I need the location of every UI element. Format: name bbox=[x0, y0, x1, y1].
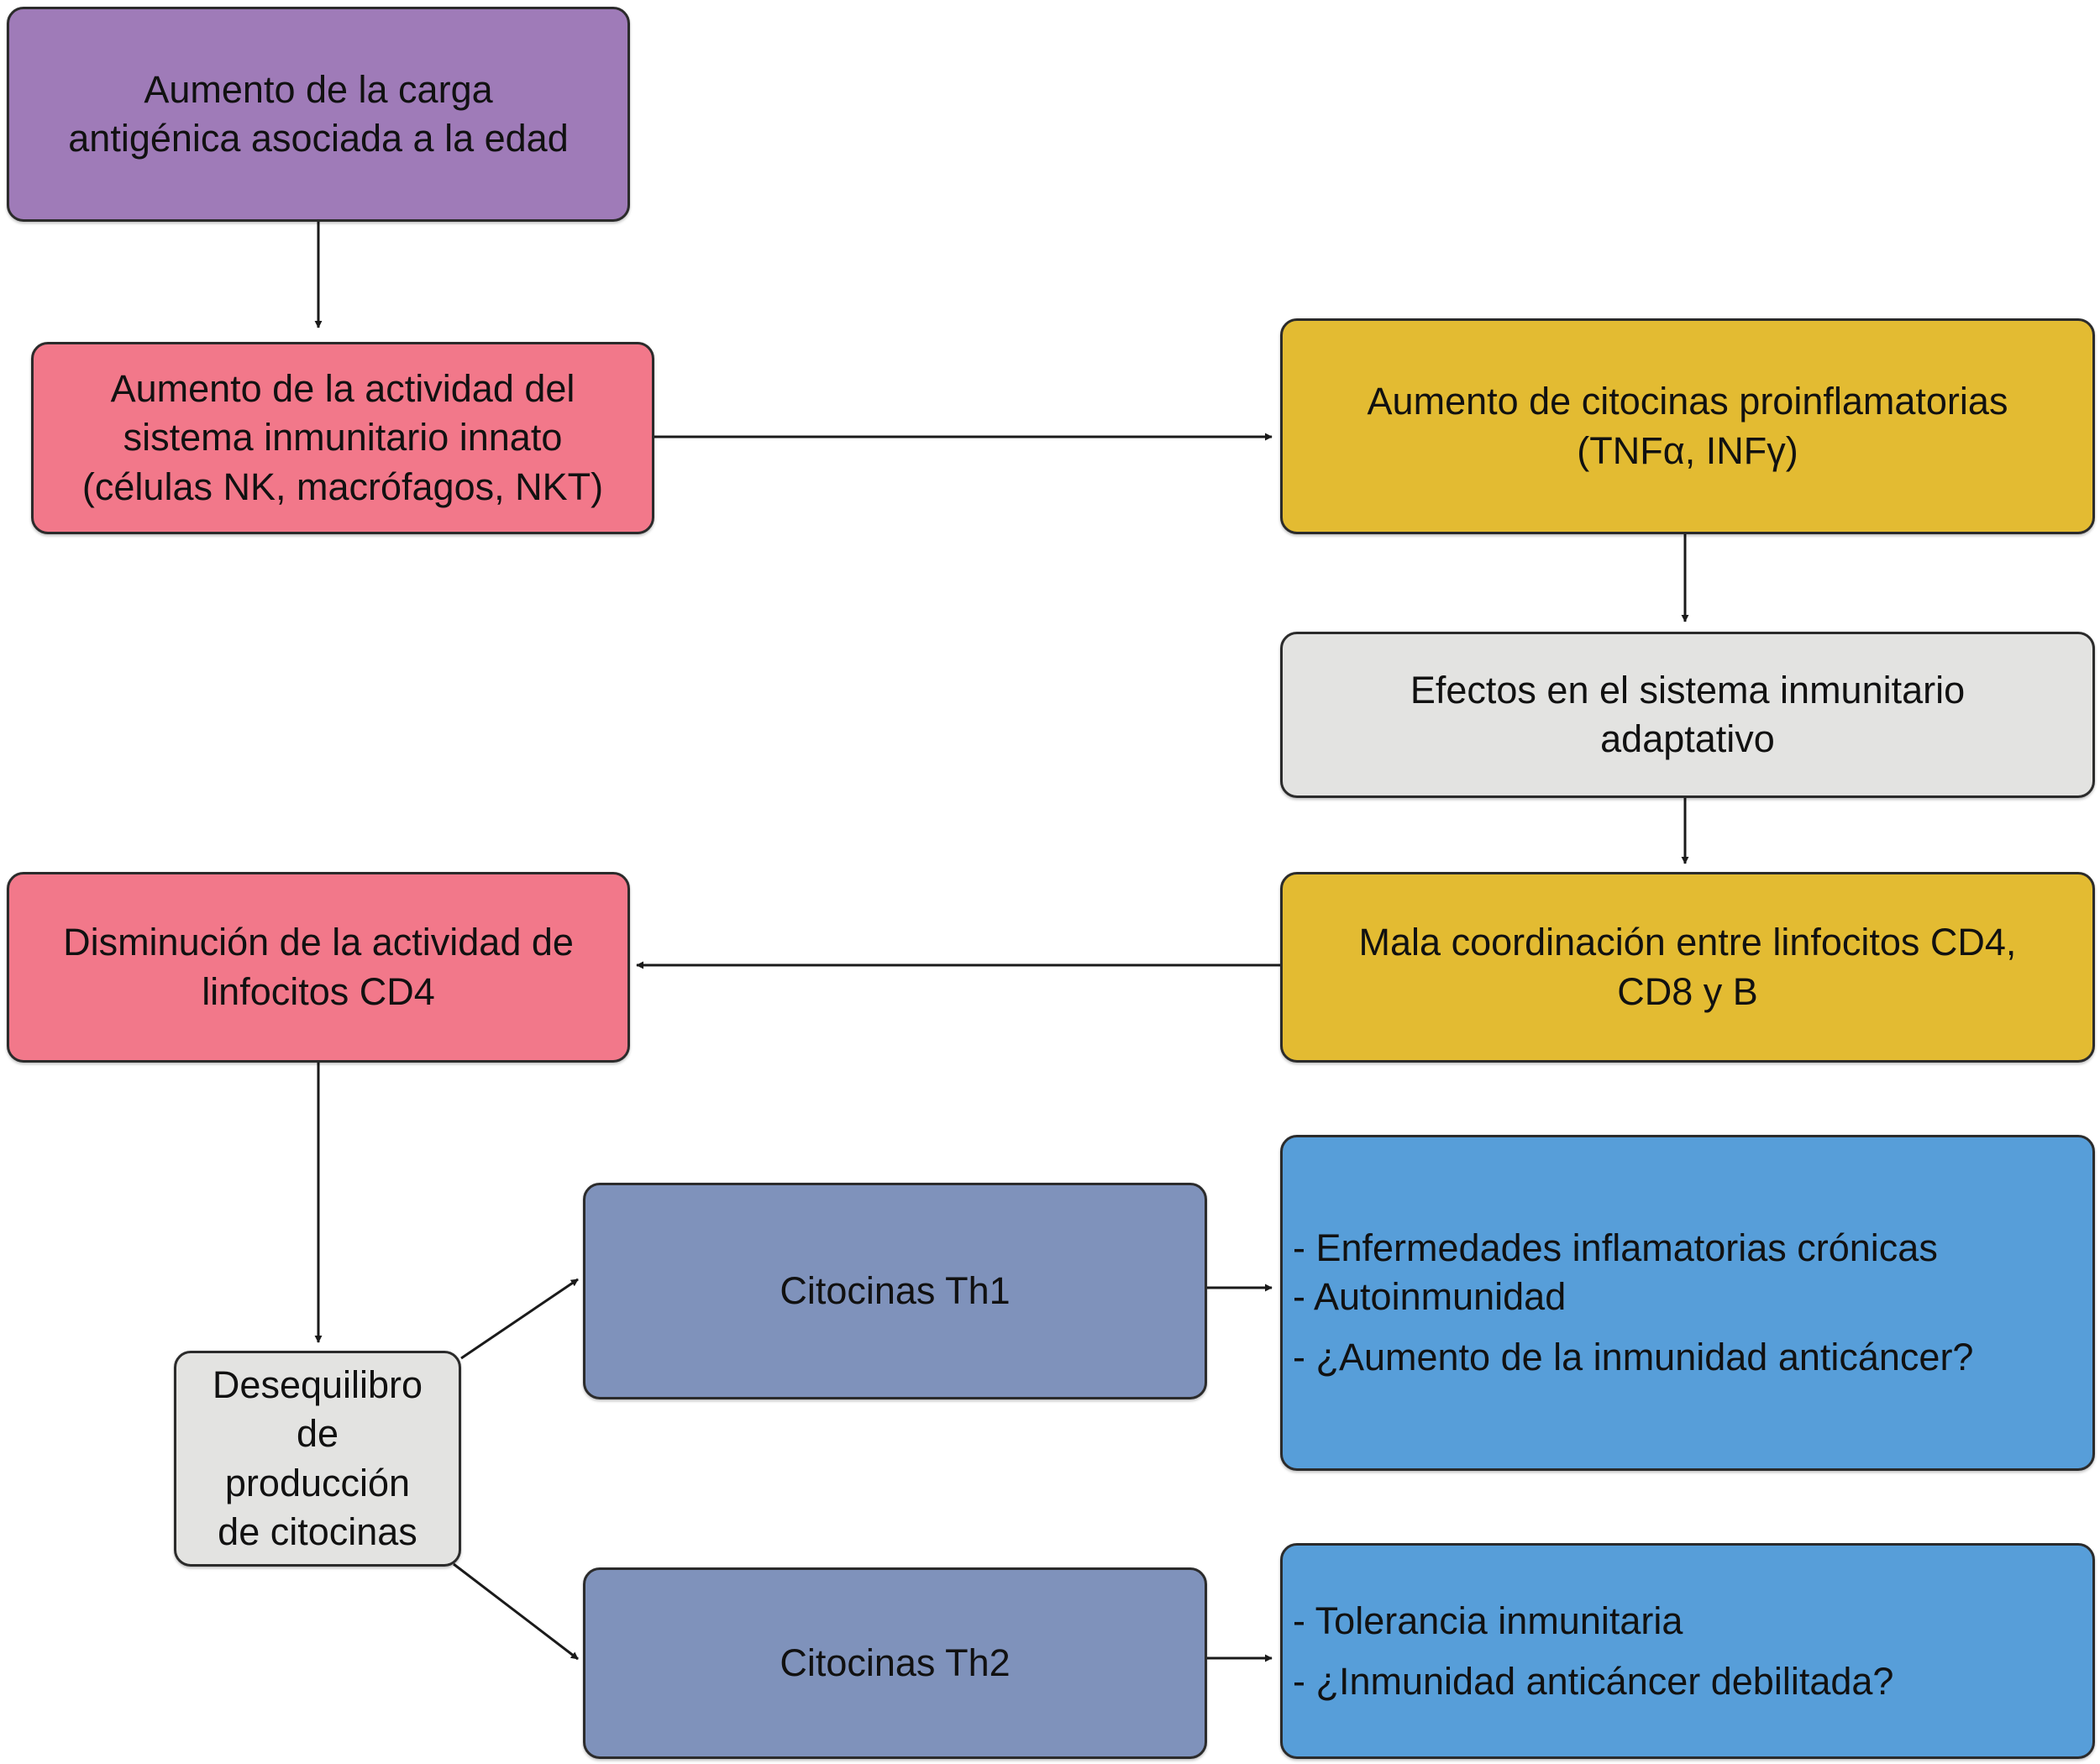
node-cd4-decrease: Disminución de la actividad de linfocito… bbox=[7, 872, 630, 1063]
arrow-imbalance-to-th2 bbox=[453, 1562, 579, 1661]
node-th2: Citocinas Th2 bbox=[583, 1567, 1207, 1759]
node-adaptive-effects-label: Efectos en el sistema inmunitario adapta… bbox=[1410, 668, 1966, 761]
node-proinflammatory-label: Aumento de citocinas proinflamatorias (T… bbox=[1367, 380, 2008, 472]
node-th1: Citocinas Th1 bbox=[583, 1183, 1207, 1399]
node-cd4-decrease-label: Disminución de la actividad de linfocito… bbox=[63, 921, 574, 1013]
node-innate-activity: Aumento de la actividad del sistema inmu… bbox=[31, 342, 654, 534]
node-coordination-label: Mala coordinación entre linfocitos CD4, … bbox=[1358, 921, 2017, 1013]
list-item: - Tolerancia inmunitaria bbox=[1293, 1599, 1683, 1642]
node-innate-activity-label: Aumento de la actividad del sistema inmu… bbox=[81, 366, 604, 508]
list-item: - Autoinmunidad bbox=[1293, 1275, 1567, 1319]
node-coordination: Mala coordinación entre linfocitos CD4, … bbox=[1280, 872, 2095, 1063]
node-imbalance: Desequilibro de producción de citocinas bbox=[174, 1351, 461, 1567]
node-th1-outcomes: - Enfermedades inflamatorias crónicas - … bbox=[1280, 1135, 2095, 1471]
node-imbalance-label: Desequilibro de producción de citocinas bbox=[212, 1362, 423, 1554]
arrow-imbalance-to-th1 bbox=[460, 1278, 579, 1360]
th2-outcomes-list: - Tolerancia inmunitaria - ¿Inmunidad an… bbox=[1293, 1599, 1893, 1704]
node-th2-outcomes: - Tolerancia inmunitaria - ¿Inmunidad an… bbox=[1280, 1543, 2095, 1759]
node-th2-label: Citocinas Th2 bbox=[780, 1641, 1011, 1684]
th1-outcomes-list: - Enfermedades inflamatorias crónicas - … bbox=[1293, 1226, 1973, 1378]
list-item: - Enfermedades inflamatorias crónicas bbox=[1293, 1226, 1938, 1270]
node-antigen-load-label: Aumento de la carga antigénica asociada … bbox=[68, 67, 569, 160]
node-proinflammatory: Aumento de citocinas proinflamatorias (T… bbox=[1280, 318, 2095, 534]
node-th1-label: Citocinas Th1 bbox=[780, 1268, 1011, 1312]
list-item: - ¿Inmunidad anticáncer debilitada? bbox=[1293, 1659, 1894, 1703]
node-antigen-load: Aumento de la carga antigénica asociada … bbox=[7, 7, 630, 222]
node-adaptive-effects: Efectos en el sistema inmunitario adapta… bbox=[1280, 632, 2095, 798]
list-item: - ¿Aumento de la inmunidad anticáncer? bbox=[1293, 1335, 1974, 1378]
